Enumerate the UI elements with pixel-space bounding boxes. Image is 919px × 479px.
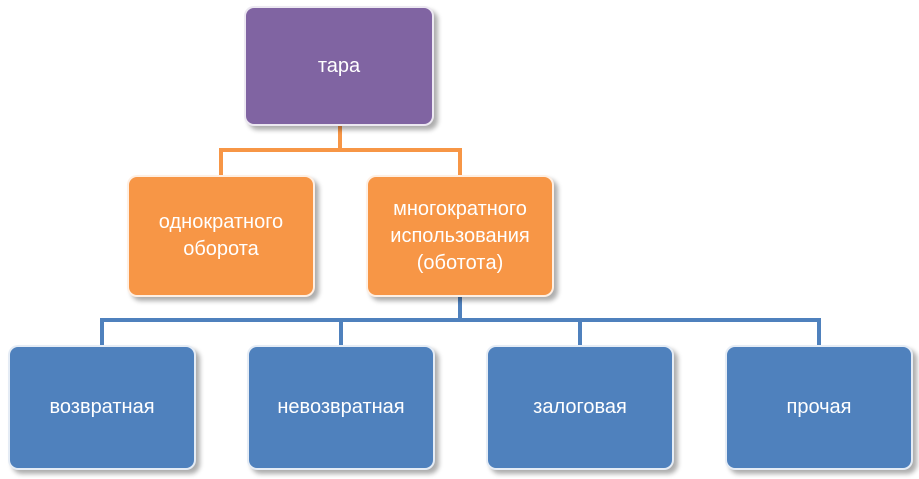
node-deposit: залоговая bbox=[486, 345, 674, 470]
node-returnable: возвратная bbox=[8, 345, 196, 470]
node-other: прочая bbox=[725, 345, 913, 470]
node-tara: тара bbox=[244, 6, 434, 126]
node-single-use: однократного оборота bbox=[127, 175, 315, 297]
node-reusable: многократного использования (обототa) bbox=[366, 175, 554, 297]
connector-root-to-level2 bbox=[219, 126, 462, 176]
node-nonreturnable: невозвратная bbox=[247, 345, 435, 470]
connector-reusable-to-level3 bbox=[100, 297, 821, 346]
